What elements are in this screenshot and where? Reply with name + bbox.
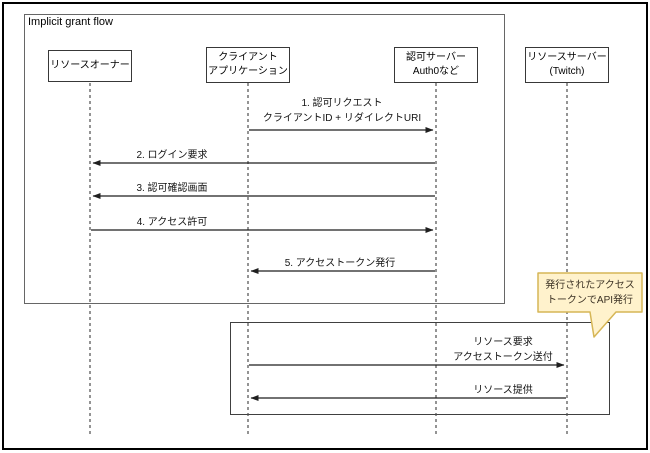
note-text: 発行されたアクセス トークンでAPI発行 <box>538 278 642 308</box>
label-resource-request-line2: アクセストークン送付 <box>453 352 553 363</box>
label-auth-request-line2: クライアントID + リダイレクトURI <box>262 113 422 124</box>
actor-client-app: クライアント アプリケーション <box>206 47 290 83</box>
label-auth-request: 1. 認可リクエスト クライアントID + リダイレクトURI <box>242 96 442 126</box>
actor-client-app-label-1: クライアント <box>218 52 278 63</box>
actor-resource-server-label-1: リソースサーバー <box>527 52 607 63</box>
note-callout <box>537 272 643 338</box>
label-resource-request-line1: リソース要求 <box>473 337 533 348</box>
label-auth-request-line1: 1. 認可リクエスト <box>301 98 383 109</box>
label-token-issue: 5. アクセストークン発行 <box>284 258 396 269</box>
label-resource-request: リソース要求 アクセストークン送付 <box>423 335 583 365</box>
actor-resource-server-label-2: (Twitch) <box>549 66 585 77</box>
frame-title: Implicit grant flow <box>28 16 113 28</box>
actor-client-app-label-2: アプリケーション <box>208 66 288 77</box>
actor-auth-server: 認可サーバー Auth0など <box>394 47 478 83</box>
label-resource-response: リソース提供 <box>473 385 533 396</box>
interaction-frame <box>24 14 505 304</box>
actor-auth-server-label-2: Auth0など <box>412 66 460 77</box>
actor-resource-owner: リソースオーナー <box>48 50 132 82</box>
label-login-request: 2. ログイン要求 <box>136 150 208 161</box>
actor-auth-server-label-1: 認可サーバー <box>406 52 466 63</box>
actor-resource-server: リソースサーバー (Twitch) <box>525 47 609 83</box>
actor-resource-owner-label: リソースオーナー <box>50 60 130 71</box>
label-consent-screen: 3. 認可確認画面 <box>136 183 208 194</box>
note-text-line2: トークンでAPI発行 <box>546 295 634 306</box>
api-call-fragment-box <box>230 322 610 415</box>
note-text-line1: 発行されたアクセス <box>545 280 635 291</box>
label-access-grant: 4. アクセス許可 <box>136 217 208 228</box>
note-bubble-shape <box>537 272 643 338</box>
